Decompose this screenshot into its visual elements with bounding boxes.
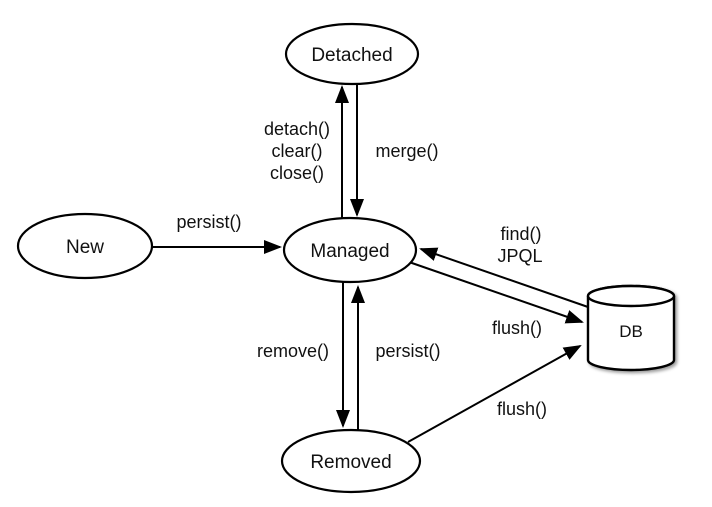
- edge-labels: persist() detach() clear() close() merge…: [176, 119, 547, 419]
- node-new-shape: [16, 212, 154, 280]
- edge-label-remove: remove(): [257, 341, 329, 361]
- node-detached-label: Detached: [311, 45, 392, 66]
- edge-db-to-managed-arrow: [419, 247, 589, 308]
- node-new: New: [16, 212, 154, 280]
- edge-removed-to-db-arrow: [407, 345, 582, 443]
- edge-label-flush-managed: flush(): [492, 318, 542, 338]
- node-removed-shape: [280, 428, 422, 494]
- database-cylinder-top: [586, 284, 676, 308]
- node-db-label: DB: [619, 322, 643, 341]
- edge-label-find: find(): [500, 224, 541, 244]
- edge-label-persist-removed: persist(): [375, 341, 440, 361]
- edge-label-close: close(): [270, 163, 324, 183]
- node-new-label: New: [66, 237, 104, 258]
- node-detached: Detached: [284, 22, 420, 86]
- node-managed-shape: [282, 216, 418, 284]
- node-managed: Managed: [282, 216, 418, 284]
- edges: [152, 85, 589, 443]
- node-detached-shape: [284, 22, 420, 86]
- edge-label-detach: detach(): [264, 119, 330, 139]
- edge-label-clear: clear(): [271, 141, 322, 161]
- node-removed: Removed: [280, 428, 422, 494]
- edge-label-merge: merge(): [375, 141, 438, 161]
- edge-label-flush-removed: flush(): [497, 399, 547, 419]
- node-db: DB: [586, 284, 676, 372]
- edge-managed-to-db-arrow: [408, 261, 584, 324]
- node-removed-label: Removed: [310, 452, 391, 473]
- node-managed-label: Managed: [310, 241, 389, 262]
- edge-label-jpql: JPQL: [497, 246, 542, 266]
- edge-label-persist-new: persist(): [176, 212, 241, 232]
